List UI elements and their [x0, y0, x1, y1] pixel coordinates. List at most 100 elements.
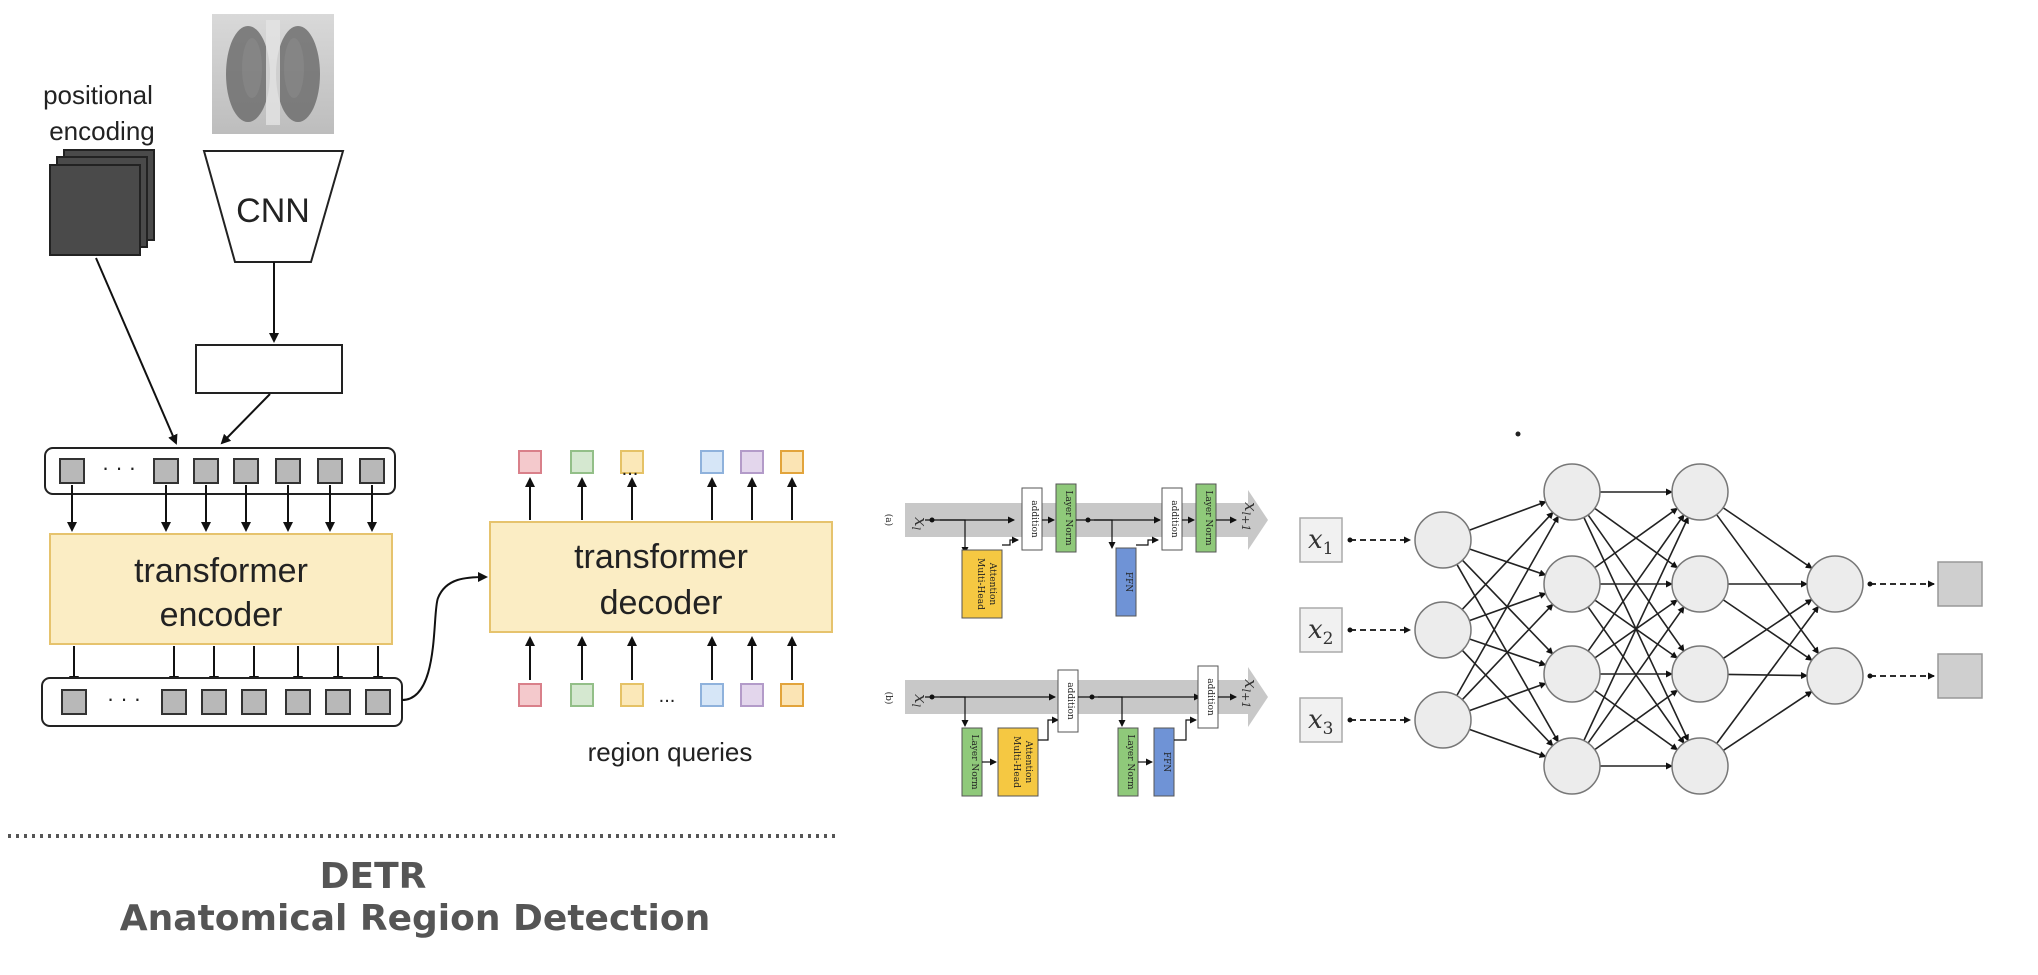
- svg-text:addition: addition: [1169, 500, 1179, 538]
- mlp-neuron: [1806, 647, 1864, 705]
- row-a-addition-2: [1161, 487, 1183, 551]
- region-query: [620, 683, 644, 707]
- mlp-edge: [1722, 598, 1813, 660]
- encoder-label-1: transformer: [134, 552, 308, 590]
- mlp-edge: [1469, 728, 1547, 758]
- row-b-input-label: xl: [909, 694, 930, 708]
- mlp-input-box: [1299, 607, 1343, 653]
- mlp-input-label: x3: [1308, 705, 1334, 739]
- mlp-edge: [1469, 682, 1547, 712]
- mlp-edge: [1468, 500, 1547, 531]
- row-a-layer-norm-2: [1195, 483, 1217, 553]
- input-token: [233, 458, 259, 484]
- transformer-encoder: [49, 533, 393, 645]
- decoder-output-query: [740, 450, 764, 474]
- detr-panel: positional encoding CNN · · ·: [8, 14, 840, 939]
- mlp-edge: [1583, 516, 1689, 741]
- mlp-neuron: [1543, 463, 1601, 521]
- row-b-multi-head-attention: [997, 727, 1039, 797]
- decoder-output-query: [780, 450, 804, 474]
- input-token: [359, 458, 385, 484]
- region-query: [570, 683, 594, 707]
- mlp-neuron: [1671, 645, 1729, 703]
- transformer-decoder: [489, 521, 833, 633]
- decoder-label-1: transformer: [574, 538, 748, 576]
- mlp-edge: [1594, 507, 1679, 569]
- svg-text:addition: addition: [1065, 682, 1075, 720]
- decoder-output-query: [700, 450, 724, 474]
- query-ellipsis-bottom: ...: [659, 685, 676, 707]
- mlp-input-label: x2: [1308, 615, 1334, 649]
- svg-text:addition: addition: [1205, 678, 1215, 716]
- mlp-neuron: [1671, 737, 1729, 795]
- row-a-label: (a): [883, 514, 894, 526]
- region-query: [700, 683, 724, 707]
- mlp-edge: [1722, 507, 1813, 569]
- mlp-edge: [1456, 515, 1559, 697]
- svg-text:Attention: Attention: [1023, 740, 1033, 784]
- encoder-output-token: [325, 689, 351, 715]
- svg-text:Layer Norm: Layer Norm: [1063, 490, 1073, 546]
- mlp-input-box: [1299, 697, 1343, 743]
- input-token: [59, 458, 85, 484]
- positional-encoding-label-2: encoding: [49, 116, 155, 146]
- block-variant-a: (a) xl xl+1 Multi-Head Attention additio…: [883, 483, 1268, 619]
- positional-encoding-stack: [49, 149, 155, 256]
- row-a-multi-head-attention: [961, 549, 1003, 619]
- stray-dot: [1515, 431, 1521, 437]
- row-b-label: (b): [883, 692, 894, 705]
- input-token: [153, 458, 179, 484]
- svg-text:addition: addition: [1029, 500, 1039, 538]
- row-b-output-label: xl+1: [1239, 679, 1260, 708]
- mlp-edge: [1461, 649, 1554, 747]
- mlp-edge: [1461, 603, 1554, 701]
- svg-text:FFN: FFN: [1161, 752, 1171, 772]
- mlp-neuron: [1414, 691, 1472, 749]
- decoder-label-2: decoder: [600, 584, 723, 622]
- mlp-edge: [1594, 689, 1679, 751]
- mlp-neuron: [1543, 737, 1601, 795]
- region-query: [780, 683, 804, 707]
- region-query: [740, 683, 764, 707]
- mlp-edge: [1461, 511, 1554, 611]
- feature-map-box: [195, 344, 343, 394]
- decoder-output-query: [620, 450, 644, 474]
- mlp-neuron: [1806, 555, 1864, 613]
- mlp-neuron: [1671, 555, 1729, 613]
- encoder-output-token-row: · · ·: [41, 677, 403, 727]
- svg-text:Layer Norm: Layer Norm: [1203, 490, 1213, 546]
- encoder-output-token: [365, 689, 391, 715]
- encoder-output-token: [61, 689, 87, 715]
- svg-text:Layer Norm: Layer Norm: [969, 734, 979, 790]
- mlp-neuron: [1414, 601, 1472, 659]
- row-a-output-label: xl+1: [1239, 502, 1260, 531]
- row-a-addition-1: [1021, 487, 1043, 551]
- block-variant-b: (b) xl xl+1 Layer Norm Multi-Head Attent…: [883, 665, 1268, 797]
- mlp-edge: [1587, 606, 1685, 744]
- encoder-label-2: encoder: [160, 596, 283, 634]
- mlp-input-label: x1: [1308, 525, 1334, 559]
- mlp-edge: [1716, 605, 1819, 744]
- svg-text:FFN: FFN: [1123, 572, 1133, 592]
- row-b-addition-1: [1057, 669, 1079, 733]
- svg-text:Multi-Head: Multi-Head: [975, 558, 985, 610]
- query-ellipsis-top: ...: [622, 458, 639, 480]
- region-query: [518, 683, 542, 707]
- mlp-edge: [1587, 514, 1685, 652]
- mlp-neuron: [1414, 511, 1472, 569]
- decoder-output-query: [570, 450, 594, 474]
- row-a-input-label: xl: [909, 517, 930, 531]
- input-token: [193, 458, 219, 484]
- encoder-output-token: [161, 689, 187, 715]
- mlp-edge: [1722, 690, 1813, 752]
- row-a-ffn: [1115, 547, 1137, 617]
- token-ellipsis-bottom: · · ·: [107, 686, 141, 711]
- row-a-layer-norm-1: [1055, 483, 1077, 553]
- token-ellipsis-top: · · ·: [102, 455, 136, 480]
- mlp-neuron: [1671, 463, 1729, 521]
- input-token-row: · · ·: [44, 447, 396, 495]
- svg-text:Attention: Attention: [987, 562, 997, 606]
- cnn-block: [202, 150, 345, 263]
- mlp-neuron: [1543, 645, 1601, 703]
